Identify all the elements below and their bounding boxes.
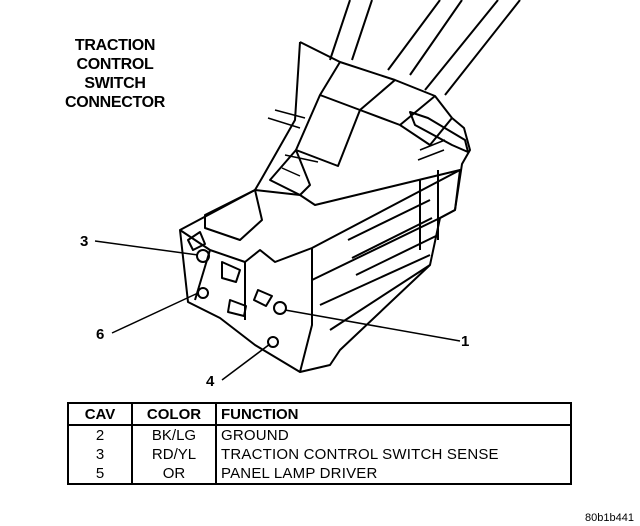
cell-cav: 5	[95, 465, 105, 482]
callout-3: 3	[80, 233, 89, 250]
cavity-1	[273, 301, 287, 315]
cell-cav: 2	[95, 427, 105, 444]
cavity-4	[267, 336, 279, 348]
callout-4: 4	[206, 373, 215, 390]
cavity-table: CAV COLOR FUNCTION 2 BK/LG GROUND 3 RD/Y…	[67, 402, 572, 485]
cell-color: OR	[131, 464, 216, 484]
header-cav: CAV	[68, 403, 132, 426]
callout-6: 6	[96, 326, 105, 343]
cavity-6	[197, 287, 209, 299]
cell-function: PANEL LAMP DRIVER	[215, 464, 571, 484]
leader-line-6	[111, 292, 199, 334]
cell-function: TRACTION CONTROL SWITCH SENSE	[215, 445, 571, 464]
connector-title: TRACTION CONTROL SWITCH CONNECTOR	[40, 36, 190, 112]
cell-color: BK/LG	[131, 425, 216, 445]
table-row: 2 BK/LG GROUND	[68, 425, 571, 445]
cell-function: GROUND	[215, 425, 571, 445]
table-row: 3 RD/YL TRACTION CONTROL SWITCH SENSE	[68, 445, 571, 464]
cavity-3	[196, 249, 210, 263]
leader-line-3	[94, 240, 199, 256]
header-color: COLOR	[131, 403, 216, 426]
header-function: FUNCTION	[215, 403, 571, 426]
title-line: TRACTION	[74, 37, 156, 54]
table-row: 5 OR PANEL LAMP DRIVER	[68, 464, 571, 484]
table-header-row: CAV COLOR FUNCTION	[68, 403, 571, 426]
connector-housing-top	[299, 41, 471, 219]
title-line: CONTROL	[76, 56, 154, 73]
cell-cav: 3	[95, 446, 105, 463]
wire	[387, 0, 463, 76]
connector-front-face	[179, 169, 461, 373]
title-line: CONNECTOR	[64, 94, 166, 111]
figure-code: 80b1b441	[585, 512, 634, 524]
title-line: SWITCH	[84, 75, 146, 92]
wire	[329, 0, 373, 61]
leader-line-1	[284, 309, 461, 342]
wire	[424, 0, 521, 96]
latch	[409, 111, 469, 153]
leader-line-4	[221, 343, 271, 381]
callout-1: 1	[461, 333, 470, 350]
cell-color: RD/YL	[131, 445, 216, 464]
